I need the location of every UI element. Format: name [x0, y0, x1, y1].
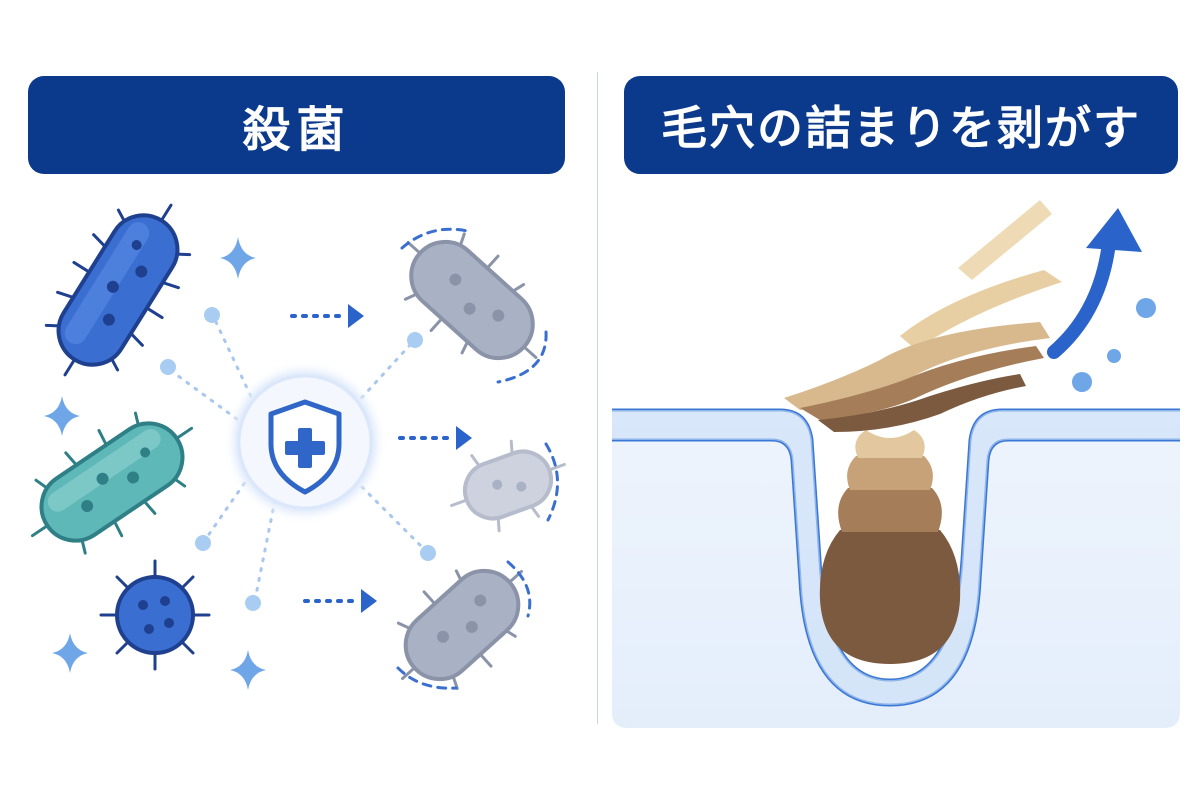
pore-cleansing-title: 毛穴の詰まりを剥がす	[661, 101, 1141, 155]
fade-arcs	[396, 227, 559, 690]
peeling-flakes	[784, 200, 1062, 432]
connector-dots	[160, 307, 436, 611]
sterilization-header: 殺菌	[28, 76, 565, 174]
bacterium-blue	[44, 203, 192, 377]
inactive-bacterium-2	[450, 439, 566, 533]
sparkle-icon	[44, 237, 266, 690]
skin-layer	[612, 408, 1180, 728]
pore-clog	[819, 430, 961, 664]
panel-divider	[597, 72, 598, 724]
sterilization-title: 殺菌	[242, 102, 351, 158]
bacterium-coccus	[99, 559, 211, 671]
bacterium-teal	[30, 411, 194, 555]
dotted-arrow-icon	[290, 304, 472, 613]
inactive-bacterium-1	[403, 232, 538, 361]
inactive-bacterium-3	[396, 568, 523, 690]
bubbles	[1072, 298, 1156, 392]
shield-plus-icon	[268, 399, 342, 495]
pore-cleansing-header: 毛穴の詰まりを剥がす	[624, 76, 1178, 174]
curved-arrow-icon	[1047, 208, 1142, 359]
